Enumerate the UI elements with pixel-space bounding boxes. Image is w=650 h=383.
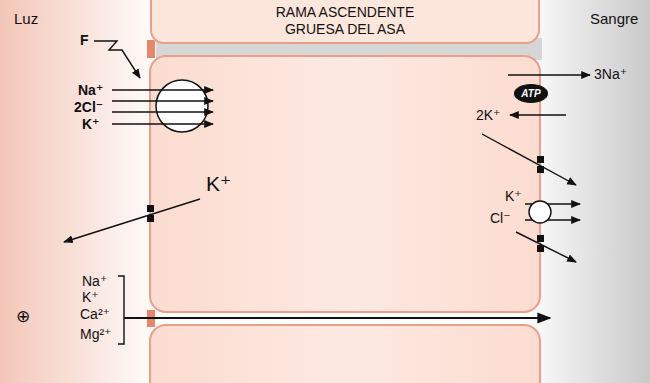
ion-label: Na⁺: [82, 273, 107, 289]
flux-arrow: [112, 89, 213, 90]
flux-arrow: [510, 114, 566, 115]
node-text: RAMA ASCENDENTE GRUESA DEL ASA: [245, 4, 445, 38]
region-label: Luz: [14, 10, 38, 27]
channel: [147, 215, 154, 222]
ion-label: Cl⁻: [490, 210, 511, 226]
tight-junction: [147, 40, 155, 58]
ion-label: 2K⁺: [476, 107, 501, 123]
flux-arrow: [482, 134, 576, 185]
ion-label: 2Cl⁻: [74, 99, 103, 115]
channel: [537, 245, 544, 252]
flux-arrow: [516, 232, 576, 262]
ion-label: K⁺: [82, 116, 100, 132]
flux-arrow: [508, 74, 590, 75]
channel: [147, 205, 154, 212]
channel: [537, 156, 544, 163]
ion-label: Mg²⁺: [80, 326, 112, 342]
flux-arrow: [112, 100, 213, 101]
ion-label: K⁺: [505, 188, 522, 204]
region-label: Sangre: [590, 10, 638, 27]
flux-arrow: [112, 123, 213, 124]
flux-arrow: [112, 111, 213, 112]
tubular-cell: [150, 56, 540, 312]
ion-label: K⁺: [206, 172, 231, 196]
flux-arrow: [64, 199, 200, 242]
inhibitor-label: F: [80, 32, 89, 48]
cotransporter: [529, 201, 551, 223]
lumen-ground: [0, 0, 165, 383]
charge-symbol: ⊕: [16, 307, 30, 327]
node-text: ATP: [521, 89, 540, 99]
channel: [537, 235, 544, 242]
ion-label: K⁺: [82, 289, 99, 305]
flux-arrow: [124, 317, 550, 319]
inhibitor-arrow: [94, 41, 140, 78]
bracket: [118, 276, 124, 344]
atp-pump: ATP: [514, 84, 548, 103]
ion-label: 3Na⁺: [594, 66, 627, 82]
ion-label: Na⁺: [78, 82, 103, 98]
channel: [537, 166, 544, 173]
tubular-cell: [150, 325, 540, 383]
cell-box: RAMA ASCENDENTE GRUESA DEL ASA: [150, 0, 540, 44]
ion-label: Ca²⁺: [80, 306, 110, 322]
